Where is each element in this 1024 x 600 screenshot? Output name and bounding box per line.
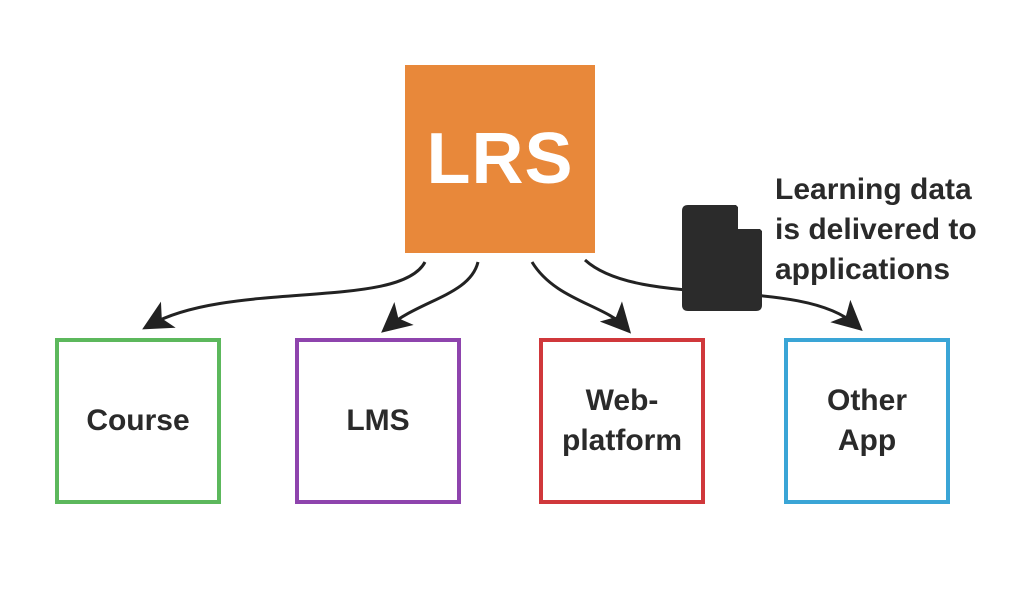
node-lms: LMS (295, 338, 461, 504)
node-other-app: Other App (784, 338, 950, 504)
node-lms-label: LMS (346, 404, 410, 437)
arrow-to-web-platform (530, 261, 632, 334)
node-web-platform: Web- platform (539, 338, 705, 504)
document-icon (682, 201, 766, 311)
node-course-label: Course (86, 404, 190, 437)
lrs-label: LRS (426, 119, 574, 199)
lrs-hub: LRS (405, 65, 595, 253)
node-web-platform-label: Web- platform (562, 384, 682, 457)
delivery-caption: Learning data is delivered to applicatio… (775, 173, 977, 286)
node-course: Course (55, 338, 221, 504)
node-other-app-label: Other App (826, 384, 907, 457)
arrow-to-course (142, 261, 427, 330)
arrow-to-lms (381, 261, 480, 333)
